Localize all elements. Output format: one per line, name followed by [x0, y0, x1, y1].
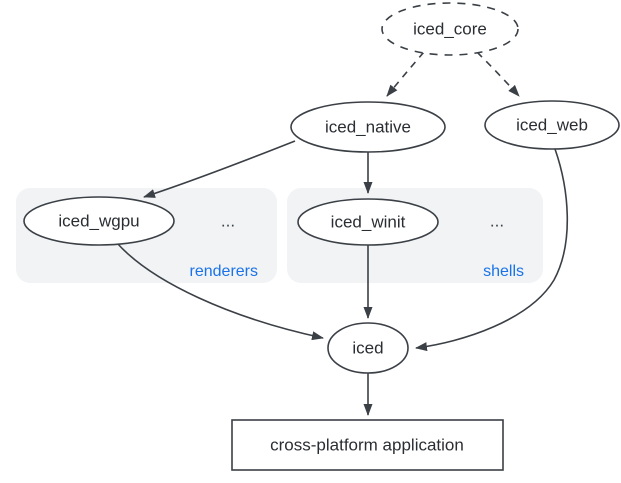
edge-iced-wgpu-to-iced: [116, 242, 324, 341]
node-iced-web: iced_web: [484, 100, 620, 150]
node-iced-core: iced_core: [381, 2, 519, 56]
node-iced-shape: [327, 322, 409, 374]
node-application: cross-platform application: [231, 419, 504, 471]
node-iced-winit-label: iced_winit: [331, 213, 406, 232]
node-iced-wgpu-shape: [23, 196, 175, 246]
node-iced-native-shape: [290, 101, 446, 153]
node-iced-native: iced_native: [290, 101, 446, 153]
node-iced-winit-shape: [297, 198, 439, 246]
node-iced-native-label: iced_native: [325, 118, 411, 137]
node-iced: iced: [327, 322, 409, 374]
node-application-box: [231, 419, 504, 471]
group-shells-ellipsis: ...: [490, 212, 504, 231]
node-iced-winit: iced_winit: [297, 198, 439, 246]
node-iced-web-shape: [484, 100, 620, 150]
edge-iced-core-to-iced-web: [476, 51, 520, 97]
node-iced-wgpu: iced_wgpu: [23, 196, 175, 246]
edge-iced-web-to-iced: [415, 148, 569, 352]
group-renderers-label: renderers: [190, 263, 258, 280]
node-iced-label: iced: [352, 339, 383, 358]
edge-iced-native-to-iced-wgpu: [143, 140, 296, 198]
node-iced-core-label: iced_core: [413, 20, 487, 39]
node-iced-wgpu-label: iced_wgpu: [58, 212, 139, 231]
edge-iced-core-to-iced-native: [386, 51, 425, 97]
node-iced-core-shape: [381, 2, 519, 56]
group-renderers-ellipsis: ...: [221, 212, 235, 231]
group-shells-label: shells: [483, 263, 524, 280]
node-application-label: cross-platform application: [270, 436, 464, 455]
node-iced-web-label: iced_web: [516, 116, 588, 135]
